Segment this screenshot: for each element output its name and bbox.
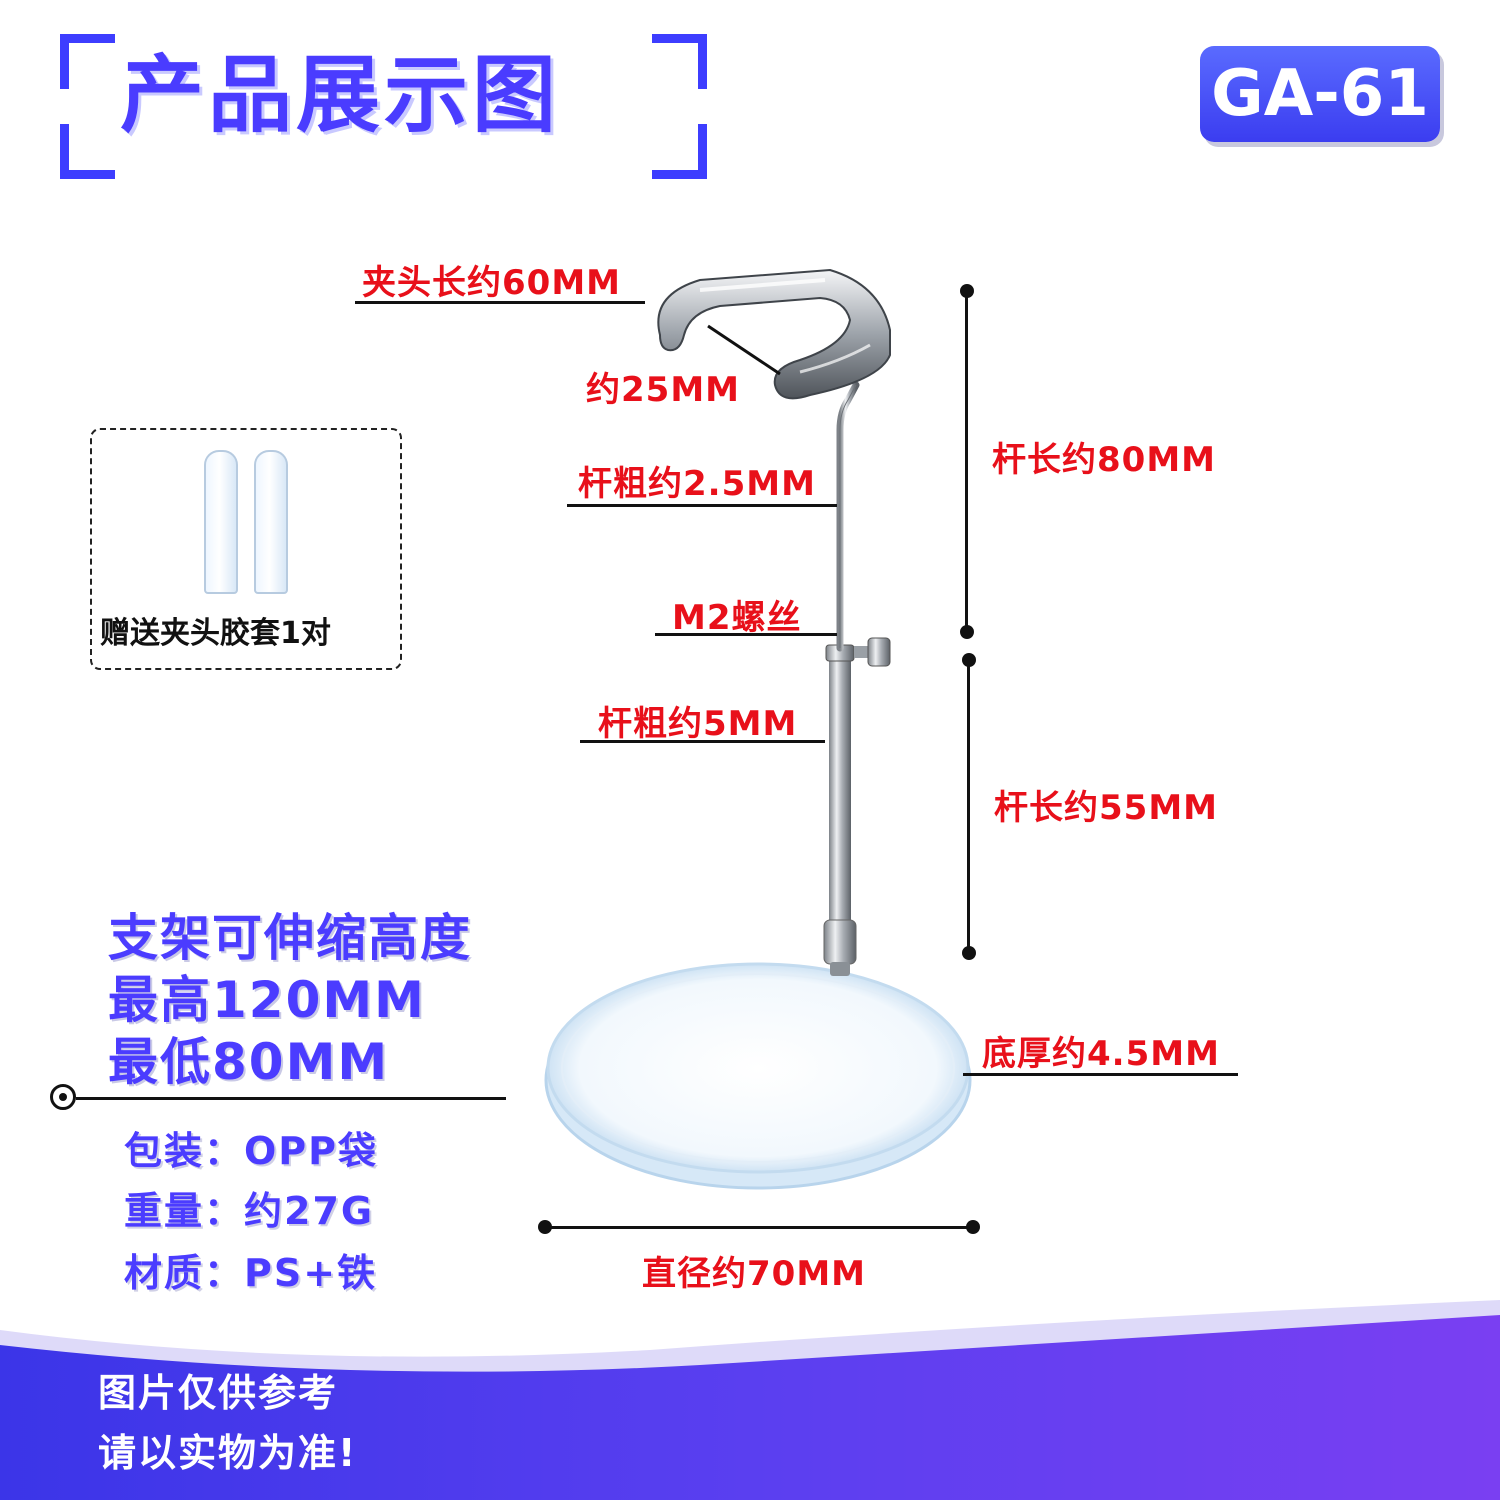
screw-shaft (854, 646, 870, 658)
clip-length-leader (355, 301, 645, 304)
rod-base-collar (823, 919, 857, 965)
acrylic-base (544, 962, 972, 1190)
model-badge: GA-61 (1200, 46, 1440, 142)
silicone-cap-icon (204, 450, 238, 594)
silicone-cap-icon (254, 450, 288, 594)
clip-head (657, 268, 891, 400)
bracket-bottom-right (652, 124, 707, 179)
weight-text: 重量：约27G (124, 1189, 375, 1233)
lower-rod (829, 650, 851, 950)
upper-rod-thickness-leader (567, 504, 837, 507)
target-icon (50, 1084, 76, 1110)
bracket-top-right (652, 34, 707, 89)
diameter-dot-right (966, 1220, 980, 1234)
page-title: 产品展示图 (120, 46, 561, 144)
thumb-screw (867, 637, 891, 667)
diameter-line (545, 1226, 975, 1229)
packaging-text: 包装：OPP袋 (124, 1129, 379, 1173)
upper-rod-length-label: 杆长约80MM (992, 440, 1216, 480)
footer-line2: 请以实物为准! (98, 1431, 358, 1475)
height-info-line1: 支架可伸缩高度 (108, 909, 472, 967)
upper-rod-edge (839, 384, 857, 648)
clip-opening-pointer (707, 324, 781, 376)
clip-length-label: 夹头长约60MM (362, 263, 621, 303)
bracket-bottom-left (60, 124, 115, 179)
height-info-line2: 最高120MM (108, 971, 426, 1029)
upper-length-dot-bottom (960, 625, 974, 639)
lower-rod-thickness-label: 杆粗约5MM (598, 704, 798, 744)
upper-rod (836, 381, 860, 652)
screw-label: M2螺丝 (672, 598, 802, 638)
lower-rod-length-label: 杆长约55MM (994, 788, 1218, 828)
base-thickness-leader (963, 1073, 1238, 1076)
height-info-line3: 最低80MM (108, 1033, 390, 1091)
gift-label: 赠送夹头胶套1对 (100, 616, 331, 651)
lower-length-line (967, 660, 970, 954)
base-diameter-label: 直径约70MM (642, 1254, 866, 1294)
lower-rod-thickness-leader (580, 740, 825, 743)
base-thickness-label: 底厚约4.5MM (982, 1034, 1220, 1074)
rod-foot (830, 962, 850, 976)
info-divider (76, 1097, 506, 1100)
screw-leader (655, 633, 837, 636)
upper-length-line (965, 291, 968, 631)
clip-opening-label: 约25MM (586, 370, 740, 410)
footer-line1: 图片仅供参考 (98, 1371, 339, 1415)
gift-box (90, 428, 402, 670)
bracket-top-left (60, 34, 115, 89)
footer-wave (0, 1300, 1500, 1500)
upper-rod-thickness-label: 杆粗约2.5MM (578, 464, 816, 504)
lower-length-dot-bottom (962, 946, 976, 960)
material-text: 材质：PS+铁 (124, 1251, 378, 1295)
